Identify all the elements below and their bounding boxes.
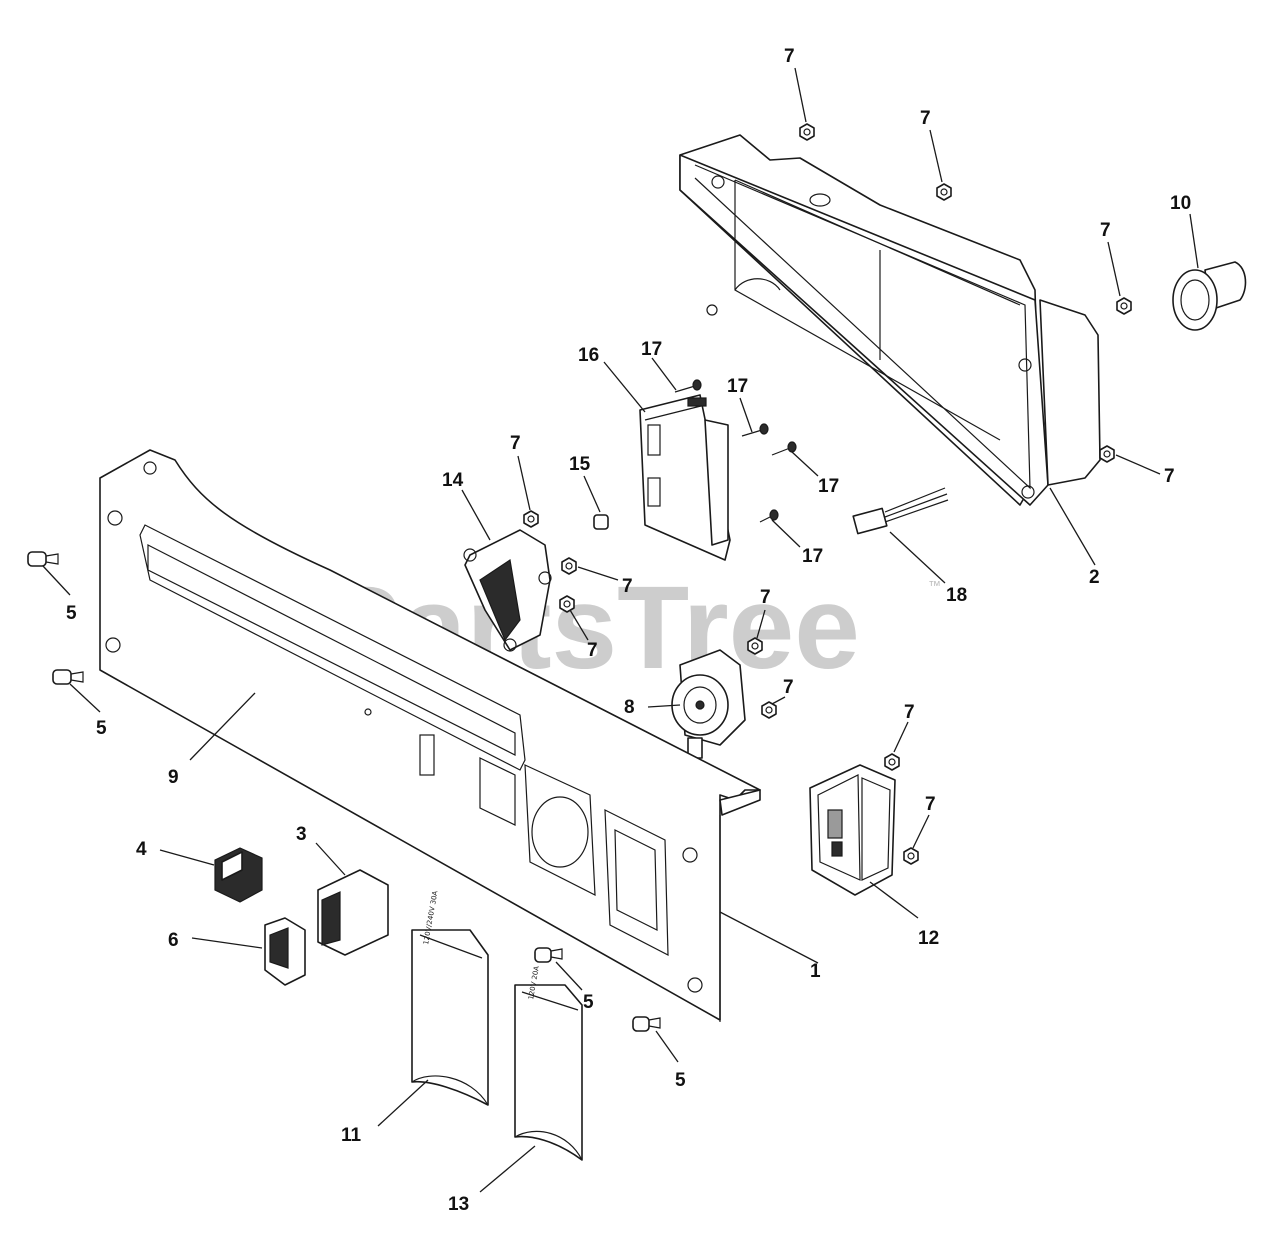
callout-3: 3 [296, 824, 307, 845]
callout-17: 17 [802, 546, 823, 567]
callout-18: 18 [946, 585, 967, 606]
callout-7: 7 [904, 702, 915, 723]
callout-7: 7 [587, 640, 598, 661]
part-2-housing[interactable] [679, 134, 1101, 506]
callout-14: 14 [442, 470, 464, 491]
callout-12: 12 [918, 928, 939, 949]
part-15-pin[interactable] [593, 514, 609, 530]
part-8-twistlock-receptacle[interactable] [671, 649, 746, 759]
callout-15: 15 [569, 454, 591, 475]
callout-8: 8 [624, 697, 635, 718]
callout-7: 7 [925, 794, 936, 815]
part-10-outlet-cover[interactable]: 120V/240V 30A [411, 890, 489, 1106]
callout-labels: 7 7 7 7 10 2 1 18 16 17 17 17 17 15 14 7… [66, 46, 1191, 1215]
callout-7: 7 [1164, 466, 1175, 487]
part-12-gfci-receptacle[interactable] [809, 764, 896, 896]
callout-5: 5 [66, 603, 77, 624]
part-5-screws[interactable] [27, 551, 661, 1032]
callout-10: 11 [341, 1125, 362, 1146]
callout-13: 10 [1170, 193, 1191, 214]
callout-7: 7 [760, 587, 771, 608]
callout-7: 7 [784, 46, 795, 67]
part-7-nuts[interactable] [523, 123, 1132, 865]
callout-7: 7 [1100, 220, 1111, 241]
part-6-cover[interactable] [264, 917, 306, 986]
part-17-screws[interactable] [674, 379, 797, 523]
callout-17: 17 [641, 339, 662, 360]
part-16-circuit-board[interactable] [639, 394, 731, 561]
callout-5: 5 [96, 718, 107, 739]
leader-lines [42, 67, 1199, 1193]
part-11-outlet-cover[interactable]: 120V 20A [514, 965, 583, 1161]
callout-4: 4 [136, 839, 147, 860]
part-13-grommet[interactable] [1172, 261, 1247, 331]
callout-5: 5 [675, 1070, 686, 1091]
part-4-rocker-switch[interactable] [214, 847, 263, 903]
part-1-front-panel[interactable] [99, 449, 761, 1022]
callout-11: 13 [448, 1194, 469, 1215]
callout-7: 7 [622, 576, 633, 597]
watermark-trademark: ™ [928, 578, 941, 593]
callout-7: 7 [920, 108, 931, 129]
callout-7: 7 [510, 433, 521, 454]
callout-17: 17 [727, 376, 748, 397]
part-14-bracket[interactable] [463, 529, 552, 652]
callout-6: 6 [168, 930, 179, 951]
callout-1: 1 [810, 961, 821, 982]
callout-17: 17 [818, 476, 839, 497]
part-3-switch[interactable] [317, 869, 389, 956]
callout-7: 7 [783, 677, 794, 698]
callout-2: 2 [1089, 567, 1100, 588]
callout-16: 16 [578, 345, 599, 366]
callout-5: 5 [583, 992, 594, 1013]
callout-9: 9 [168, 767, 179, 788]
part-18-harness[interactable] [852, 487, 949, 535]
